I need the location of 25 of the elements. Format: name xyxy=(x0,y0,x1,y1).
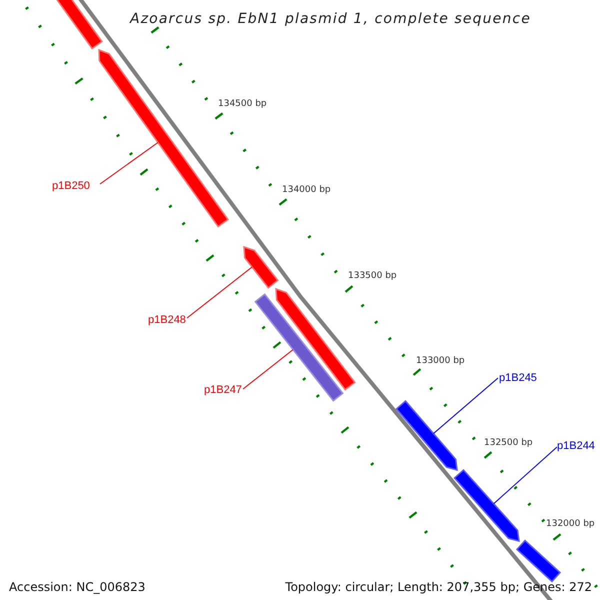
leader-line xyxy=(493,446,558,504)
gene-label: p1B244 xyxy=(557,440,595,452)
gene-feature xyxy=(516,540,562,582)
tick-label: 133500 bp xyxy=(348,271,397,281)
gene-label: p1B247 xyxy=(204,384,242,396)
accession-text: Accession: NC_006823 xyxy=(9,579,146,596)
gene-label: p1B248 xyxy=(148,314,186,326)
gene-feature xyxy=(254,293,344,402)
tick-label: 132000 bp xyxy=(546,519,595,529)
gene-label: p1B250 xyxy=(52,180,90,192)
gene-feature xyxy=(395,400,458,472)
leader-line xyxy=(100,142,158,184)
gene-feature xyxy=(453,468,520,542)
tick-label: 134000 bp xyxy=(282,185,331,195)
tick-label: 134500 bp xyxy=(218,99,267,109)
leader-line xyxy=(242,349,294,390)
tick-label: 132500 bp xyxy=(484,438,533,448)
gene-label: p1B245 xyxy=(499,372,537,384)
gene-feature xyxy=(243,246,279,289)
gene-feature xyxy=(275,288,356,391)
tick-label: 133000 bp xyxy=(416,356,465,366)
leader-line xyxy=(433,378,498,434)
title: Azoarcus sp. EbN1 plasmid 1, complete sequence xyxy=(130,10,531,29)
leader-line xyxy=(186,266,253,318)
sequence-info-text: Topology: circular; Length: 207,355 bp; Genes: 272 xyxy=(285,579,592,596)
